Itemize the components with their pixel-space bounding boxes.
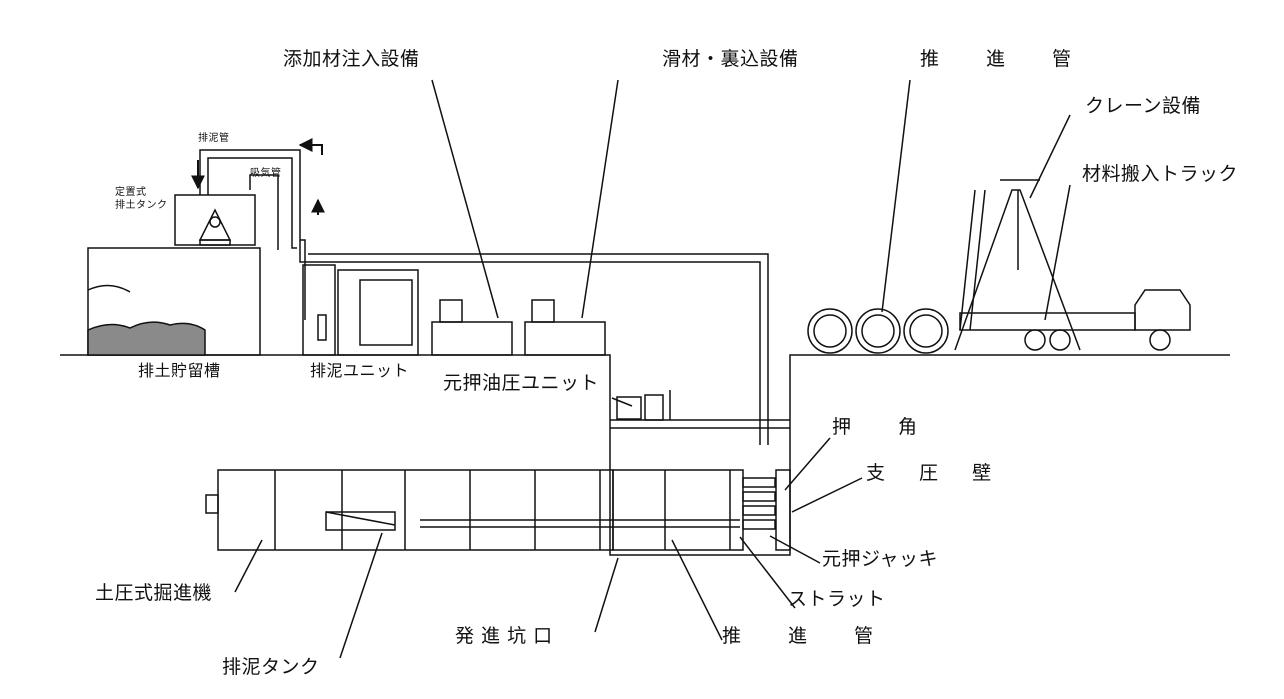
label-epb-machine: 土圧式掘進機 bbox=[95, 582, 213, 604]
main-jacks bbox=[742, 477, 776, 530]
crane-frame bbox=[954, 179, 1081, 351]
additive-unit-2 bbox=[524, 299, 606, 356]
label-launch-portal: 発 進 坑 口 bbox=[455, 625, 553, 647]
label-suction-pipe: 吸気管 bbox=[250, 168, 282, 179]
label-main-jack: 元押ジャッキ bbox=[822, 548, 939, 570]
label-soil-storage-tank: 排土貯留槽 bbox=[138, 361, 221, 380]
surface-pipe-3 bbox=[903, 308, 949, 354]
label-push-angle: 押 角 bbox=[832, 416, 932, 438]
discharge-pipe bbox=[199, 149, 306, 320]
mud-unit bbox=[302, 264, 419, 356]
reaction-wall bbox=[775, 469, 791, 551]
tunnel-line bbox=[205, 469, 744, 551]
material-truck bbox=[959, 289, 1191, 351]
label-fixed-soil-tank-2: 排土タンク bbox=[115, 200, 168, 211]
surface-pipe-1 bbox=[807, 308, 853, 354]
label-jacking-pipe-bottom: 推 進 管 bbox=[722, 625, 888, 647]
label-jacking-pipe-top: 推 進 管 bbox=[920, 48, 1086, 70]
fixed-soil-tank bbox=[174, 194, 256, 246]
ground-left bbox=[60, 354, 1230, 556]
label-lubricant-backfill: 滑材・裏込設備 bbox=[662, 48, 799, 70]
label-fixed-soil-tank-1: 定置式 bbox=[115, 187, 147, 198]
soil-storage-tank bbox=[87, 247, 261, 356]
label-crane: クレーン設備 bbox=[1085, 95, 1202, 117]
label-hydraulic-unit: 元押油圧ユニット bbox=[443, 372, 600, 394]
label-material-truck: 材料搬入トラック bbox=[1082, 163, 1239, 185]
label-discharge-pipe: 排泥管 bbox=[198, 133, 230, 144]
slurry-pipe bbox=[299, 240, 761, 445]
label-mud-unit: 排泥ユニット bbox=[310, 361, 410, 380]
hydraulic-unit bbox=[616, 390, 671, 421]
label-additive-injection: 添加材注入設備 bbox=[283, 48, 420, 70]
additive-unit-1 bbox=[431, 299, 513, 356]
label-mud-tank: 排泥タンク bbox=[222, 656, 320, 678]
surface-pipe-2 bbox=[855, 308, 901, 354]
label-strut: ストラット bbox=[788, 588, 886, 610]
label-reaction-wall: 支 圧 壁 bbox=[866, 462, 1006, 484]
